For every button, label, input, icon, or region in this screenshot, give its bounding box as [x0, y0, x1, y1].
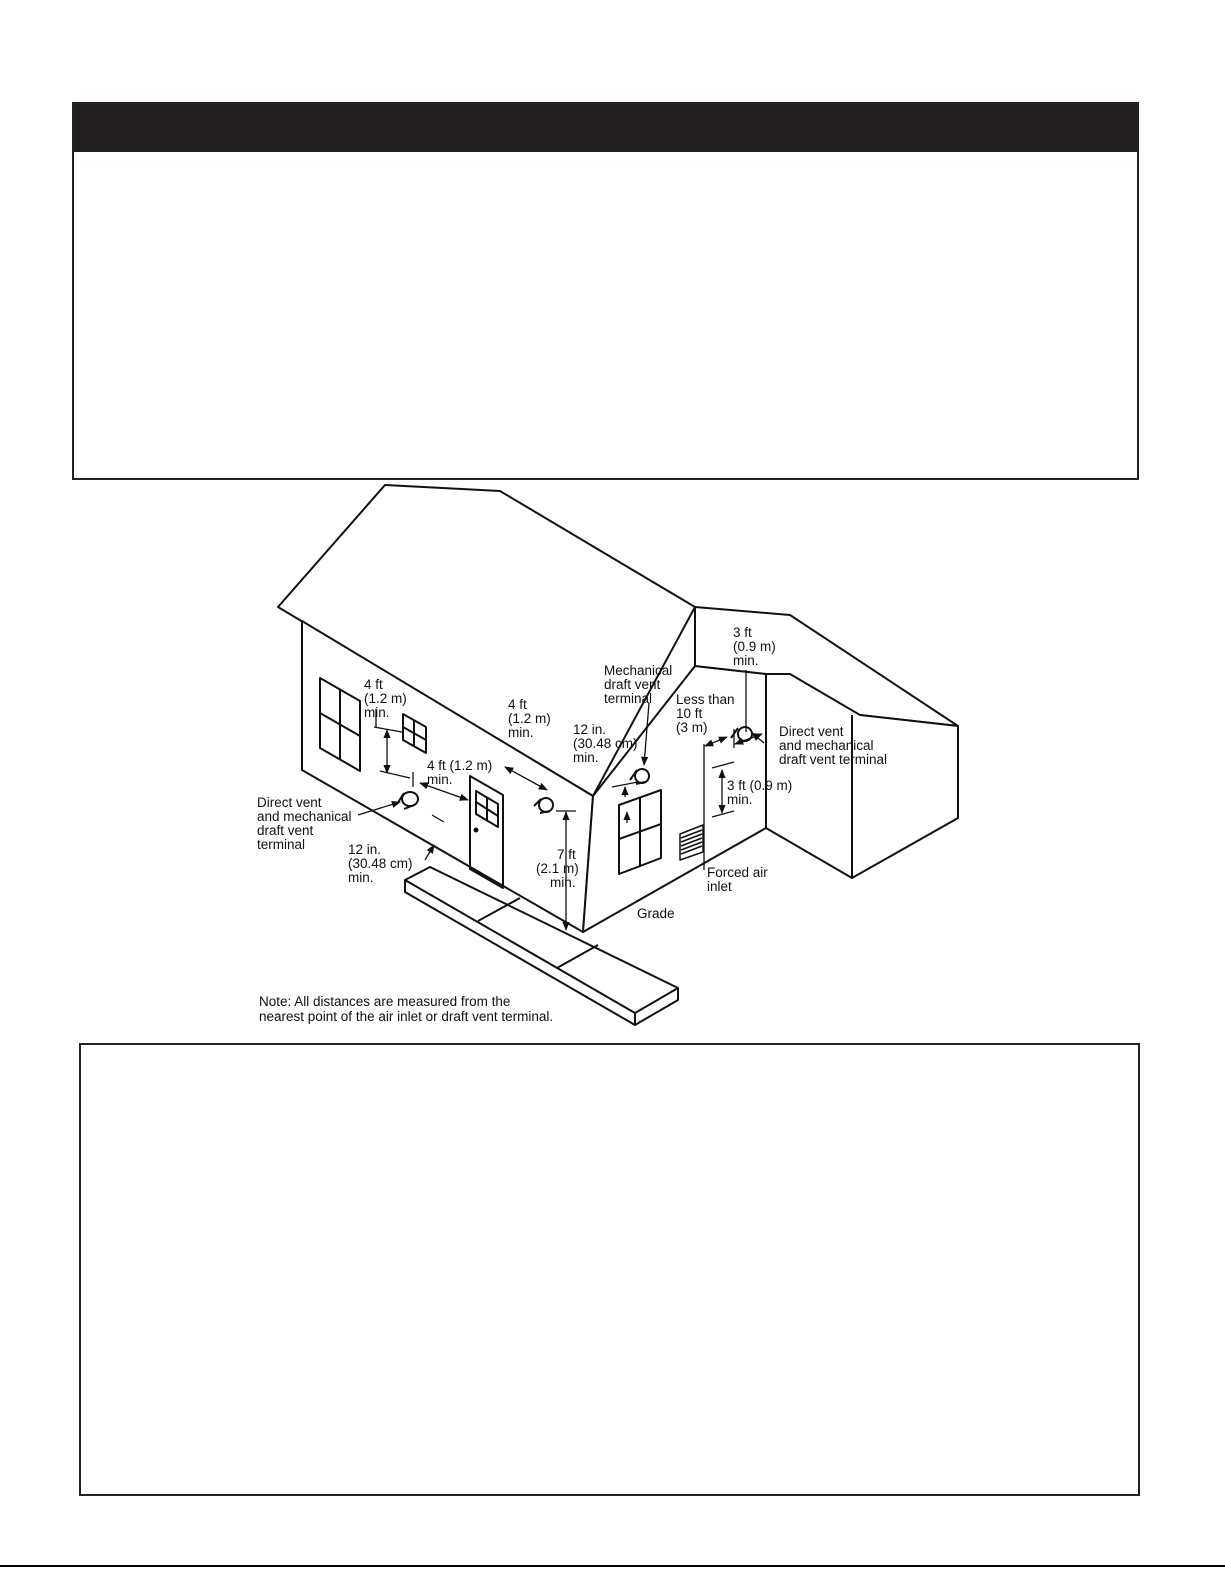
label-less-than-10ft: Less than 10 ft (3 m) [676, 692, 738, 735]
top-header-bar [74, 104, 1137, 152]
forced-air-inlet-grille [679, 824, 704, 861]
label-3ft-lower: 3 ft (0.9 m) min. [727, 778, 796, 807]
label-7ft: 7 ft (2.1 m) min. [536, 847, 583, 890]
note-text: Note: All distances are measured from th… [259, 994, 553, 1024]
vent-clearance-diagram: 4 ft (1.2 m) min. 4 ft (1.2 m) min. 4 ft… [0, 480, 1225, 1043]
window-small-left [402, 713, 427, 754]
bottom-text-box [79, 1043, 1140, 1496]
label-4ft-window: 4 ft (1.2 m) min. [364, 677, 411, 720]
window-large-left [319, 677, 361, 772]
sidewalk [404, 866, 679, 1026]
label-12in-gable: 12 in. (30.48 cm) min. [573, 722, 641, 765]
label-3ft-top: 3 ft (0.9 m) min. [733, 625, 780, 668]
window-gable [618, 789, 662, 875]
vent-terminal-gable [629, 768, 650, 785]
main-roof [277, 484, 696, 797]
label-4ft-door: 4 ft (1.2 m) min. [427, 758, 496, 787]
label-direct-vent-left: Direct vent and mechanical draft vent te… [257, 795, 355, 852]
label-mechanical-draft: Mechanical draft vent terminal [604, 663, 676, 706]
label-4ft-mid: 4 ft (1.2 m) min. [508, 697, 555, 740]
page-bottom-rule [0, 1565, 1225, 1567]
label-forced-air-inlet: Forced air inlet [707, 865, 772, 894]
label-12in-left: 12 in. (30.48 cm) min. [348, 842, 416, 885]
label-grade: Grade [637, 906, 675, 921]
annex-wall [765, 673, 959, 879]
label-direct-vent-right: Direct vent and mechanical draft vent te… [779, 724, 887, 767]
door [469, 775, 504, 889]
top-text-box [72, 102, 1139, 480]
vent-terminal-mid [533, 797, 554, 814]
